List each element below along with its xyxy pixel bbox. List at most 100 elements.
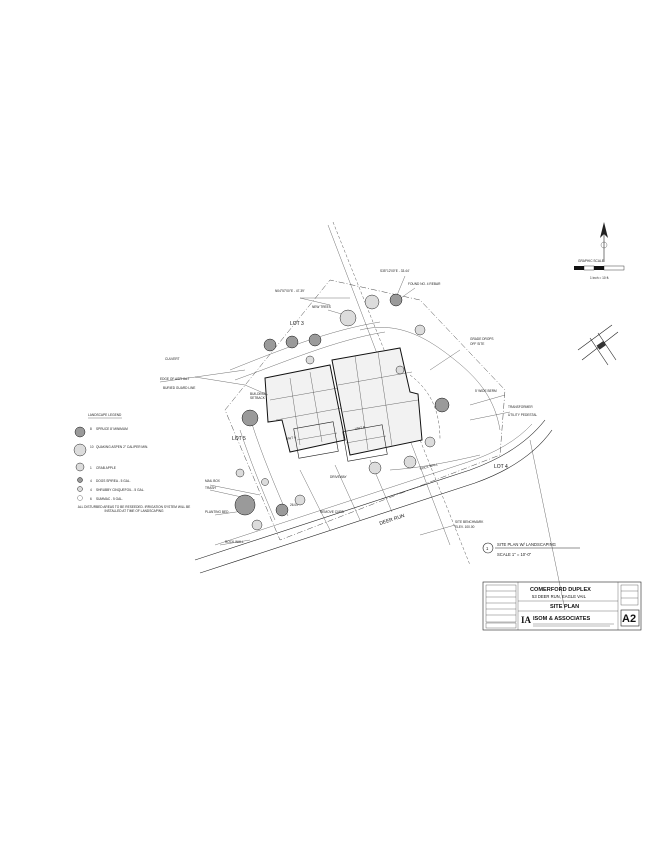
aspen-tree-icon (251, 519, 263, 531)
aspen-tree-icon (403, 455, 417, 469)
driveway-edge (299, 469, 331, 531)
contour-line (409, 374, 441, 441)
leader-line (299, 297, 331, 306)
aspen-tree-icon (368, 461, 382, 475)
svg-text:MAIL BOX: MAIL BOX (205, 479, 221, 483)
lot-label-west: LOT 5 (232, 436, 246, 442)
legend-item-num: 10 (90, 445, 94, 449)
svg-text:ROCK WALL: ROCK WALL (419, 462, 438, 471)
svg-text:FOUND NO. 4 REBAR: FOUND NO. 4 REBAR (408, 282, 441, 286)
site-plan-drawing: CULVERT EDGE OF ASPHALT BURIED GUARD LIN… (159, 221, 566, 611)
svg-text:BUILDING: BUILDING (250, 392, 266, 396)
svg-text:BURIED GUARD LINE: BURIED GUARD LINE (163, 386, 195, 390)
title-block: COMERFORD DUPLEX 53 DEER RUN, EAGLE VAIL… (482, 581, 642, 631)
road-edge-1 (194, 419, 546, 561)
legend-item-text: SUMMAC - 5 GAL. (96, 497, 123, 501)
drawing-title: 1 SITE PLAN W/ LANDSCAPING SCALE 1" = 10… (482, 542, 580, 557)
easement-line (332, 221, 471, 566)
shrub-icon (261, 478, 269, 486)
svg-text:5' WIDE BERM: 5' WIDE BERM (475, 389, 497, 393)
lot-label-north: LOT 3 (290, 321, 304, 327)
legend-item-text: SHRUBBY CINQUEFOIL - 5 GAL. (96, 488, 144, 492)
spruce-tree-icon (275, 503, 289, 517)
svg-text:CULVERT: CULVERT (165, 357, 180, 361)
landscape-legend: LANDSCAPE LEGEND 8 SPRUCE 8' MINIMUM 10 … (73, 413, 190, 513)
driveway-edge (334, 464, 361, 521)
svg-text:GRADE DROPS: GRADE DROPS (470, 337, 494, 341)
crab-apple-icon (75, 462, 85, 472)
sheet-number: A2 (622, 613, 636, 625)
vicinity-key (577, 324, 619, 366)
cinquefoil-icon (77, 486, 83, 492)
spruce-tree-icon (285, 335, 299, 349)
spruce-tree-icon (434, 397, 450, 413)
legend-item-num: 4 (90, 488, 92, 492)
bearing-label-2: S35°12'00"E - 33.44' (380, 269, 410, 273)
spruce-tree-icon (234, 494, 256, 516)
svg-text:REMOVE CURB: REMOVE CURB (320, 510, 344, 514)
aspen-tree-icon (73, 443, 87, 457)
svg-text:NEW TREES: NEW TREES (312, 305, 331, 309)
project-name: COMERFORD DUPLEX (530, 587, 591, 593)
spirea-icon (77, 477, 83, 483)
legend-item-text: SPRUCE 8' MINIMUM (96, 427, 128, 431)
svg-text:SETBACK: SETBACK (250, 396, 266, 400)
trees (234, 293, 450, 531)
svg-text:TRASH: TRASH (205, 486, 217, 490)
contour-line (239, 429, 276, 521)
svg-text:26.00': 26.00' (290, 503, 299, 507)
drawing-number-bubble (482, 542, 494, 554)
aspen-tree-icon (424, 436, 436, 448)
contour-line (389, 454, 481, 471)
shrub-icon (235, 468, 245, 478)
svg-text:DRIVEWAY: DRIVEWAY (330, 475, 348, 479)
shrub-icon (305, 355, 315, 365)
contour-line (359, 327, 501, 431)
aspen-tree-icon (339, 309, 357, 327)
spruce-tree-icon (389, 293, 403, 307)
spruce-tree-icon (241, 409, 259, 427)
svg-text:ELEV. 100.00: ELEV. 100.00 (455, 525, 475, 529)
aspen-tree-icon (294, 494, 306, 506)
spruce-tree-icon (74, 426, 86, 438)
drawing-title-text: SITE PLAN W/ LANDSCAPING (497, 542, 556, 547)
graphic-scale: GRAPHIC SCALE 1 inch = 10 ft. (574, 259, 625, 280)
contour-line (234, 331, 386, 381)
project-address: 53 DEER RUN, EAGLE VAIL (532, 594, 587, 599)
legend-item-text: DOGS SPIREA - 5 GAL. (96, 479, 131, 483)
svg-text:EDGE OF ASPHALT: EDGE OF ASPHALT (160, 377, 189, 381)
road-extension (529, 439, 566, 611)
shrub-icon (395, 365, 405, 375)
drawing-scale-text: SCALE 1" = 10'-0" (497, 552, 532, 557)
sheet-title: SITE PLAN (550, 604, 579, 610)
legend-item-text: QUAKING ASPEN 2" CALIPER MIN. (96, 445, 148, 449)
spruce-tree-icon (263, 338, 277, 352)
svg-text:ROCK WALL: ROCK WALL (225, 540, 244, 544)
legend-item-text: CRAB APPLE (96, 466, 116, 470)
summac-icon (77, 495, 83, 501)
building-west-unit (264, 364, 346, 459)
road-edge-3 (214, 423, 533, 546)
road-edge-2 (199, 429, 553, 574)
lot-label-east: LOT 4 (494, 464, 508, 470)
svg-text:UNIT B: UNIT B (354, 425, 365, 431)
svg-text:OFF SITE: OFF SITE (470, 342, 484, 346)
annotations: CULVERT EDGE OF ASPHALT BURIED GUARD LIN… (159, 282, 537, 546)
firm-name: ISOM & ASSOCIATES (533, 616, 590, 622)
scale-label: GRAPHIC SCALE (578, 259, 604, 263)
legend-item-num: 8 (90, 427, 92, 431)
svg-text:PLANTING BED: PLANTING BED (205, 510, 229, 514)
aspen-tree-icon (414, 324, 426, 336)
svg-text:TRANSFORMER: TRANSFORMER (508, 405, 533, 409)
legend-item-num: 4 (90, 479, 92, 483)
north-arrow-icon (600, 222, 608, 238)
svg-text:SITE BENCHMARK: SITE BENCHMARK (455, 520, 484, 524)
building-east-unit (331, 347, 423, 462)
north-arrow (600, 222, 608, 262)
legend-title: LANDSCAPE LEGEND (88, 413, 122, 417)
contour-line (229, 321, 381, 371)
scale-unit: 1 inch = 10 ft. (590, 276, 609, 280)
drawing-number: 1 (486, 546, 489, 551)
property-boundary (224, 279, 506, 541)
